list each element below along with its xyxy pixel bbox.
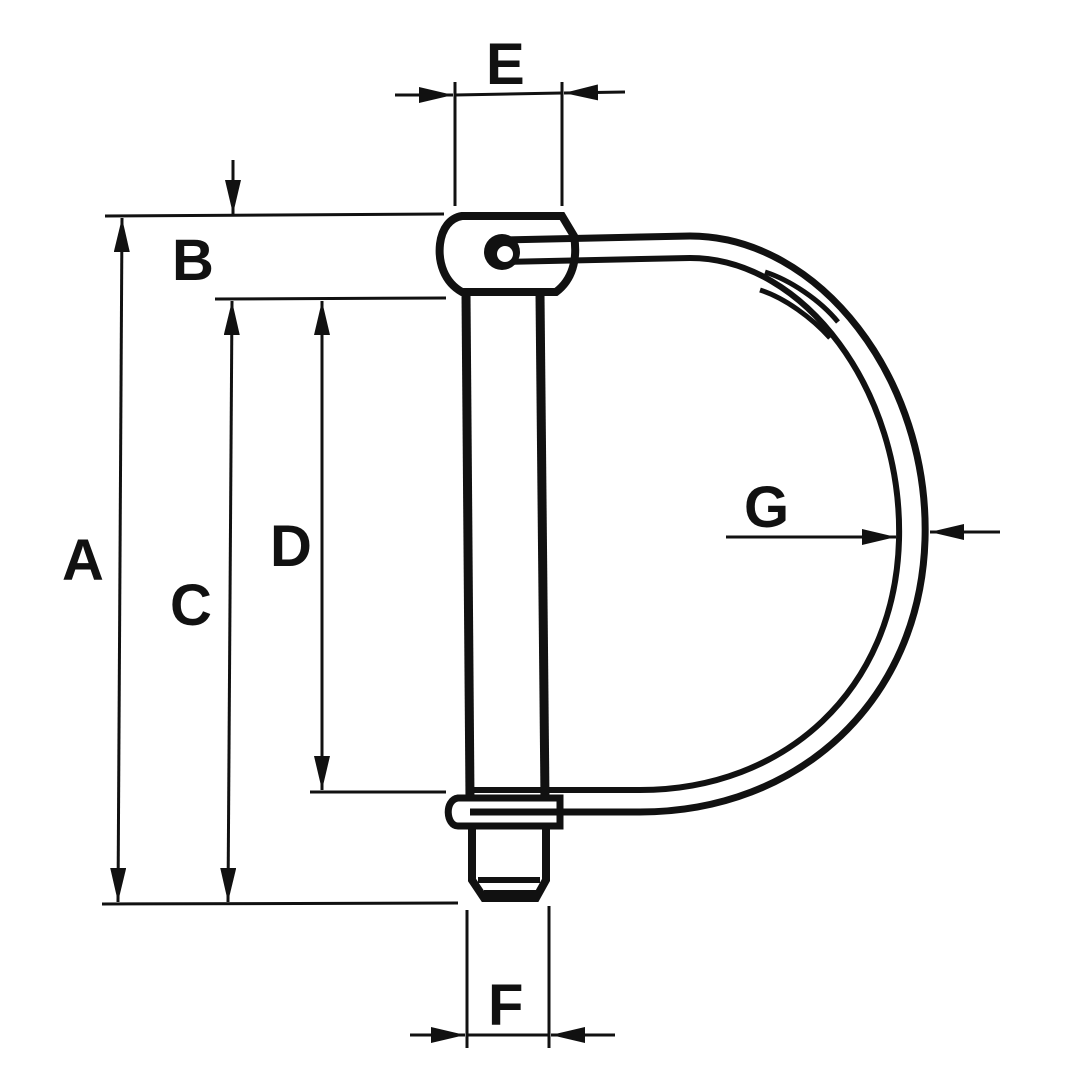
bow-highlight-2: [759, 287, 832, 340]
label-g: G: [744, 475, 789, 540]
label-d: D: [270, 514, 312, 579]
label-a: A: [62, 528, 104, 593]
pin-head-hole-inner: [497, 246, 513, 262]
shaft-right-edge: [535, 293, 550, 801]
shaft-left-edge: [461, 293, 475, 801]
pin-tip: [468, 826, 550, 902]
label-e: E: [486, 32, 525, 97]
dim-line-e-mid: [454, 91, 563, 97]
label-b: B: [172, 228, 214, 293]
pin-head: [435, 212, 580, 296]
dimension-lines: [110, 84, 1000, 1043]
dim-line-c: [220, 300, 240, 903]
lower-collar: [444, 794, 564, 830]
lynch-pin-drawing: [435, 212, 929, 902]
bow-inner-edge: [470, 254, 903, 793]
bow-highlight: [764, 269, 840, 324]
extension-lines: [101, 82, 564, 1048]
label-c: C: [170, 573, 212, 638]
label-f: F: [488, 973, 523, 1038]
dim-line-a: [110, 217, 130, 903]
dimension-labels: A B C D E F G: [62, 32, 789, 1038]
bow-outer-edge: [470, 232, 929, 816]
dim-line-e-right: [563, 84, 626, 101]
